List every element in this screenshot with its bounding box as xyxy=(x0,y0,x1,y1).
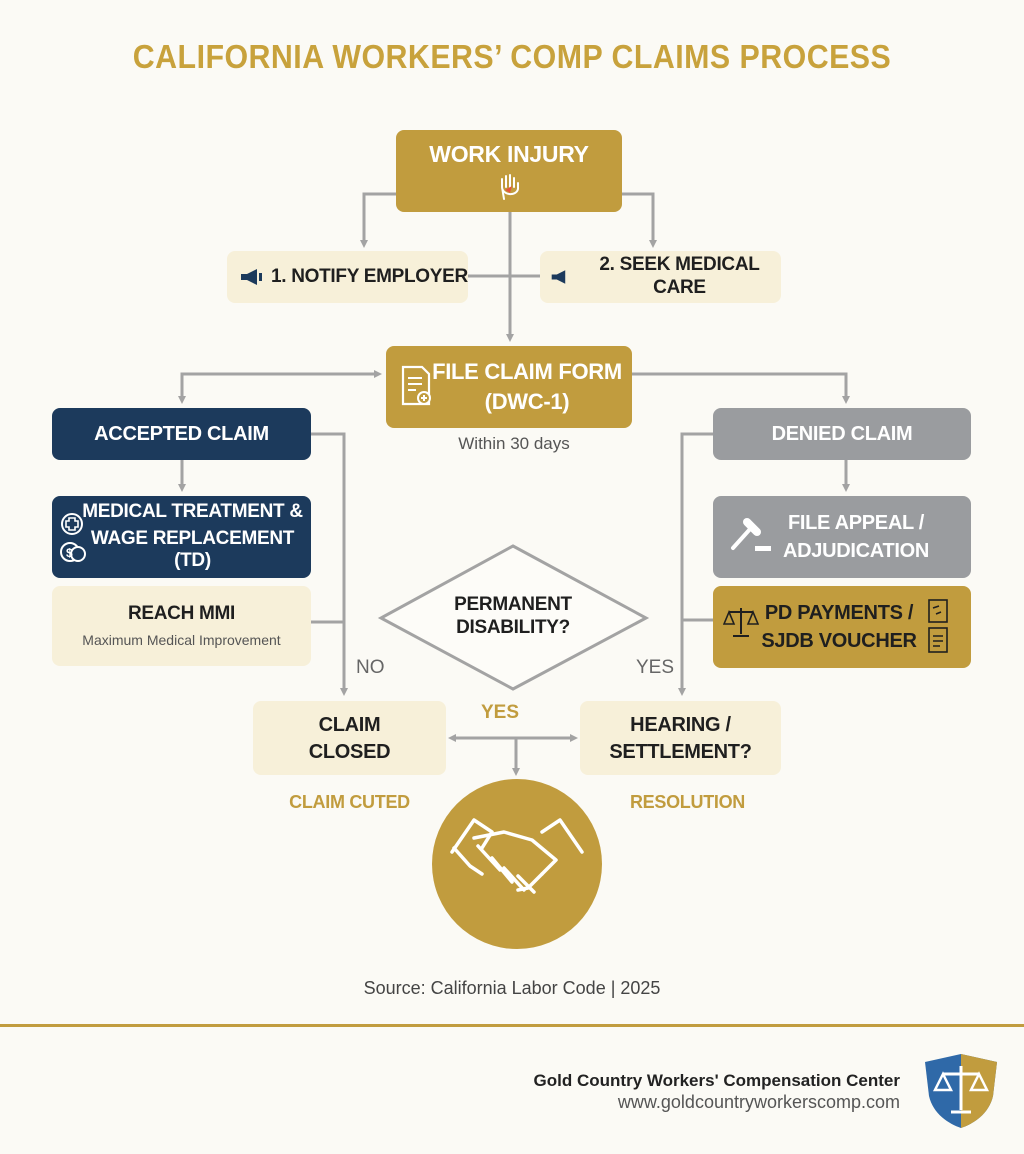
scales-icon xyxy=(723,604,759,640)
node-medical-treatment-line1: MEDICAL TREATMENT & xyxy=(82,500,303,522)
node-reach-mmi-subtitle: Maximum Medical Improvement xyxy=(82,632,281,648)
dollar-coins-icon: $ xyxy=(60,540,86,564)
node-seek-medical-care: 2. SEEK MEDICAL CARE xyxy=(540,251,781,303)
node-file-claim-line2: (DWC-1) xyxy=(484,389,570,414)
node-file-claim-form: FILE CLAIM FORM (DWC-1) xyxy=(386,346,632,428)
node-medical-treatment-line2: WAGE REPLACEMENT (TD) xyxy=(90,527,295,572)
node-permanent-disability-line1: PERMANENT xyxy=(454,594,572,615)
node-hearing-line2: SETTLEMENT? xyxy=(609,740,752,763)
resolution-circle xyxy=(432,779,602,949)
megaphone-icon xyxy=(550,267,572,287)
node-file-appeal-line2: ADJUDICATION xyxy=(782,540,930,562)
node-hearing-line1: HEARING / xyxy=(630,713,731,736)
hand-injury-icon xyxy=(496,173,522,201)
node-accepted-claim-label: ACCEPTED CLAIM xyxy=(94,423,269,445)
node-pd-payments: PD PAYMENTS / SJDB VOUCHER xyxy=(713,586,971,668)
document-plus-icon xyxy=(400,364,434,408)
node-file-claim-line1: FILE CLAIM FORM xyxy=(432,358,622,384)
node-denied-claim: DENIED CLAIM xyxy=(713,408,971,460)
permanent-disability-diamond xyxy=(377,544,650,691)
node-permanent-disability-line2: DISABILITY? xyxy=(456,616,570,638)
node-notify-employer: 1. NOTIFY EMPLOYER xyxy=(227,251,468,303)
document-icon xyxy=(927,598,949,654)
edge-label-yes-center: YES xyxy=(481,702,520,723)
node-claim-closed-line1: CLAIM xyxy=(318,713,381,736)
edge-file-denied xyxy=(632,372,850,404)
node-file-appeal: FILE APPEAL / ADJUDICATION xyxy=(713,496,971,578)
handshake-icon xyxy=(450,818,584,894)
node-reach-mmi-label: REACH MMI xyxy=(127,603,236,625)
edge-denied-hearing xyxy=(678,432,714,696)
node-permanent-disability: PERMANENT DISABILITY? xyxy=(416,594,610,640)
node-hearing-settlement: HEARING / SETTLEMENT? xyxy=(580,701,781,775)
medical-cross-icon xyxy=(60,512,84,536)
node-pd-payments-line2: SJDB VOUCHER xyxy=(761,630,917,652)
node-claim-closed-line2: CLOSED xyxy=(308,740,391,763)
edge-accepted-closed xyxy=(311,432,348,696)
node-medical-treatment: $ MEDICAL TREATMENT & WAGE REPLACEMENT (… xyxy=(52,496,311,578)
node-file-appeal-line1: FILE APPEAL / xyxy=(787,512,925,534)
file-claim-deadline-note: Within 30 days xyxy=(458,434,570,453)
node-accepted-claim: ACCEPTED CLAIM xyxy=(52,408,311,460)
page-title: CALIFORNIA WORKERS’ COMP CLAIMS PROCESS xyxy=(132,38,892,75)
node-claim-closed: CLAIM CLOSED xyxy=(253,701,446,775)
edge-injury-medical xyxy=(622,192,657,248)
outcome-label-right: RESOLUTION xyxy=(629,792,745,812)
node-notify-employer-label: 1. NOTIFY EMPLOYER xyxy=(271,265,468,287)
footer-divider xyxy=(0,1024,1024,1027)
node-denied-claim-label: DENIED CLAIM xyxy=(771,423,913,445)
gavel-icon xyxy=(727,516,773,558)
node-work-injury-label: WORK INJURY xyxy=(429,141,589,168)
source-citation: Source: California Labor Code | 2025 xyxy=(363,978,661,998)
svg-text:$: $ xyxy=(66,546,73,560)
edge-file-accepted xyxy=(178,372,378,404)
node-reach-mmi: REACH MMI Maximum Medical Improvement xyxy=(52,586,311,666)
edge-label-no: NO xyxy=(356,657,385,678)
shield-scales-logo xyxy=(921,1052,1001,1130)
edge-label-yes-right: YES xyxy=(636,657,675,678)
node-pd-payments-line1: PD PAYMENTS / xyxy=(764,602,914,624)
outcome-label-left: CLAIM CUTED xyxy=(289,792,410,812)
node-work-injury: WORK INJURY xyxy=(396,130,622,212)
node-seek-medical-care-label: 2. SEEK MEDICAL CARE xyxy=(599,254,760,298)
edge-injury-notify xyxy=(360,192,396,248)
footer-org-name: Gold Country Workers' Compensation Cente… xyxy=(533,1071,900,1090)
footer-url[interactable]: www.goldcountryworkerscomp.com xyxy=(617,1092,900,1112)
megaphone-icon xyxy=(239,267,265,287)
